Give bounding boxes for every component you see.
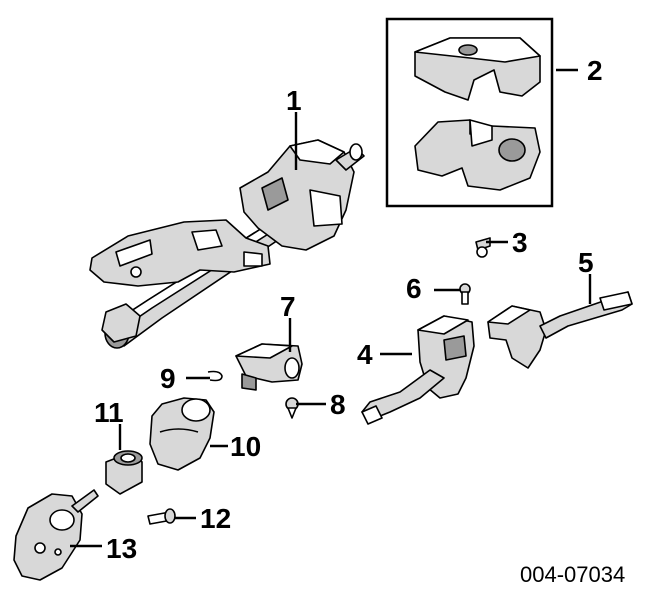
leader-lines [70,68,592,548]
callout-9: 9 [160,363,176,394]
bushing [105,450,143,495]
callout-10: 10 [230,431,261,462]
callout-4: 4 [357,339,373,370]
screw-8 [285,397,299,419]
steering-column [89,139,365,349]
callout-1: 1 [286,85,302,116]
clock-spring [13,489,99,581]
callout-3: 3 [512,227,528,258]
ignition-switch [235,343,303,391]
callout-2: 2 [587,55,603,86]
callout-12: 12 [200,503,231,534]
callout-6: 6 [406,273,422,304]
callout-5: 5 [578,247,594,278]
callout-13: 13 [106,533,137,564]
wiper-switch [487,291,633,369]
callout-8: 8 [330,389,346,420]
screw-12 [147,508,176,525]
lock-cylinder-boot [149,397,215,471]
callouts: 1 2 3 4 5 6 7 8 9 10 11 12 13 [94,55,603,564]
callout-11: 11 [94,397,124,428]
drawing-code: 004-07034 [520,562,625,587]
callout-7: 7 [280,291,296,322]
turn-signal-switch [361,315,475,425]
column-shroud-inset [385,17,554,208]
clip [207,370,223,382]
screw-6 [459,283,471,305]
